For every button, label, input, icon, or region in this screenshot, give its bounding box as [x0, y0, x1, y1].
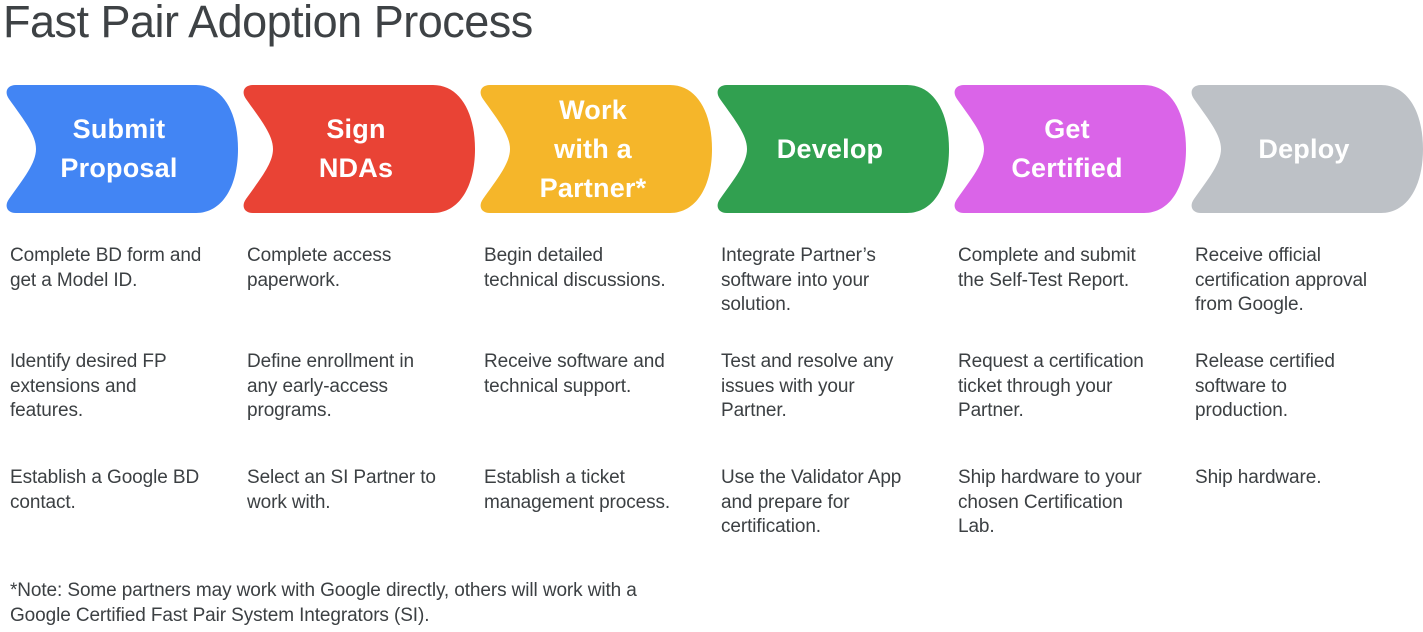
- task-item: Define enrollment in any early-access pr…: [247, 351, 414, 421]
- task-item: Establish a Google BD contact.: [10, 467, 200, 513]
- task-column-get-certified: Complete and submit the Self-Test Report…: [958, 244, 1184, 540]
- stage-shape-green: [717, 85, 949, 213]
- stage-work-with-partner: Work with a Partner*: [474, 85, 712, 213]
- task-item: Begin detailed technical discussions.: [484, 245, 666, 291]
- task-item: Establish a ticket management process.: [484, 467, 671, 513]
- task-column-deploy: Receive official certification approval …: [1195, 244, 1421, 491]
- task-item: Request a certification ticket through y…: [958, 351, 1144, 421]
- stage-shape-blue: [6, 85, 238, 213]
- stage-shape-magenta: [954, 85, 1186, 213]
- stage-shape-path: [717, 85, 949, 213]
- stage-shape-yellow: [480, 85, 712, 213]
- task-item: Select an SI Partner to work with.: [247, 467, 436, 513]
- stage-sign-ndas: Sign NDAs: [237, 85, 475, 213]
- stage-label: Develop: [776, 133, 884, 164]
- task-item: Ship hardware.: [1195, 467, 1322, 488]
- stage-label: Submit Proposal: [60, 114, 178, 183]
- page-title: Fast Pair Adoption Process: [3, 0, 533, 47]
- stage-submit-proposal: Submit Proposal: [0, 85, 238, 213]
- stage-label: Work with a Partner*: [539, 94, 647, 203]
- stage-develop: Develop: [711, 85, 949, 213]
- stage-shape-path: [6, 85, 238, 213]
- stage-label: Deploy: [1258, 133, 1350, 164]
- stage-shape-red: [243, 85, 475, 213]
- stage-deploy: Deploy: [1185, 85, 1423, 213]
- task-item: Use the Validator App and prepare for ce…: [721, 467, 902, 537]
- task-item: Complete BD form and get a Model ID.: [10, 245, 202, 291]
- task-column-submit-proposal: Complete BD form and get a Model ID. Ide…: [10, 244, 236, 515]
- task-column-work-with-partner: Begin detailed technical discussions. Re…: [484, 244, 710, 515]
- task-item: Release certified software to production…: [1195, 351, 1335, 421]
- stage-shape-path: [1191, 85, 1423, 213]
- task-item: Integrate Partner’s software into your s…: [721, 245, 876, 315]
- task-item: Complete access paperwork.: [247, 245, 392, 291]
- stage-shape-path: [954, 85, 1186, 213]
- process-stage-row: Submit Proposal Sign NDAs Work with a Pa…: [0, 85, 1423, 213]
- stage-shape-path: [480, 85, 712, 213]
- task-item: Receive official certification approval …: [1195, 245, 1368, 315]
- stage-shape-gray: [1191, 85, 1423, 213]
- task-item: Receive software and technical support.: [484, 351, 665, 397]
- stage-shape-path: [243, 85, 475, 213]
- footnote: *Note: Some partners may work with Googl…: [10, 580, 637, 626]
- stage-label: Sign NDAs: [318, 114, 394, 183]
- task-item: Complete and submit the Self-Test Report…: [958, 245, 1136, 291]
- task-item: Identify desired FP extensions and featu…: [10, 351, 167, 421]
- task-column-sign-ndas: Complete access paperwork. Define enroll…: [247, 244, 473, 515]
- task-item: Ship hardware to your chosen Certificati…: [958, 467, 1142, 537]
- stage-label: Get Certified: [1011, 114, 1123, 183]
- stage-get-certified: Get Certified: [948, 85, 1186, 213]
- task-item: Test and resolve any issues with your Pa…: [721, 351, 894, 421]
- task-column-develop: Integrate Partner’s software into your s…: [721, 244, 947, 540]
